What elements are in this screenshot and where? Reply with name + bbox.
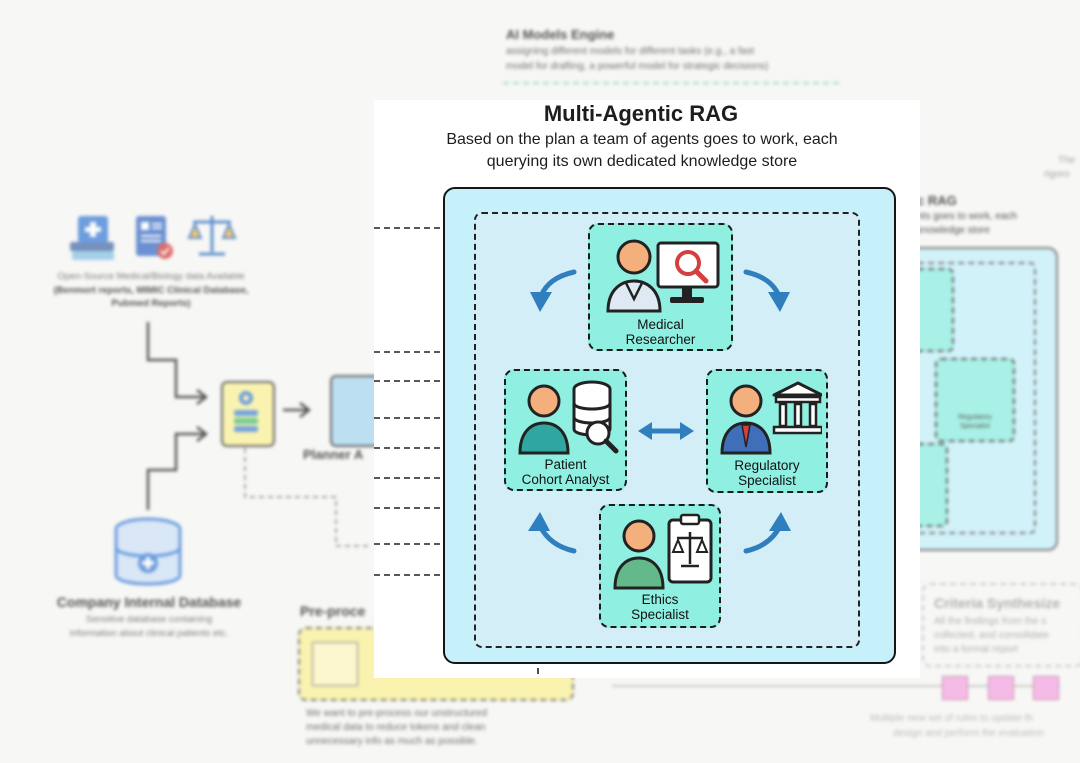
right-rag-desc-2: knowledge store (917, 225, 990, 236)
preprocess-title: Pre-proce (300, 603, 366, 619)
right-rag-title: c RAG (917, 193, 957, 208)
ethics-clipboard-icon (613, 513, 713, 590)
preprocess-desc-1: We want to pre-process our unstructured (306, 708, 488, 719)
right-regulatory-2: Specialist (960, 423, 990, 430)
open-source-text-2: (Benmort reports, MIMIC Clinical Databas… (53, 285, 249, 296)
criteria-box (922, 583, 1080, 667)
main-title: Multi-Agentic RAG (543, 101, 739, 126)
open-source-text-3: Pubmed Reports) (111, 298, 191, 309)
company-db-title: Company Internal Database (56, 594, 242, 610)
agent-card-medical-researcher[interactable]: Medical Researcher (588, 223, 733, 351)
agent-medical-researcher-line2: Researcher (625, 332, 696, 347)
agent-card-ethics[interactable]: Ethics Specialist (599, 504, 721, 628)
planner-label: Planner A (303, 447, 364, 462)
main-subtitle-1: Based on the plan a team of agents goes … (446, 131, 838, 148)
arrowhead-h-right (680, 422, 694, 440)
criteria-desc-2: collected, and consolidate (934, 630, 1050, 641)
engine-divider (503, 82, 839, 84)
main-subtitle-2: querying its own dedicated knowledge sto… (486, 153, 798, 170)
engine-desc-1: assigning different models for different… (506, 46, 755, 57)
right-rag-desc-1: nts goes to work, each (917, 211, 1018, 222)
agent-regulatory-line2: Specialist (738, 473, 796, 488)
medical-books-icon (70, 216, 114, 260)
pink-node-1 (942, 676, 968, 700)
agent-medical-researcher-line1: Medical (637, 317, 684, 332)
rules-desc-2: design and perform the evaluation (893, 728, 1045, 739)
preprocess-desc-2: medical data to reduce tokens and clean (306, 722, 486, 733)
engine-desc-2: model for drafting, a powerful model for… (506, 61, 769, 72)
arrowhead-bottom-right (769, 512, 791, 531)
edge-text-1: The (1058, 155, 1076, 166)
criteria-desc-3: into a formal report (934, 644, 1018, 655)
agent-regulatory-line1: Regulatory (734, 458, 800, 473)
company-db-desc-1: Sensitive database containing (85, 614, 213, 625)
arrowhead-h-left (638, 422, 652, 440)
company-database-icon (114, 517, 182, 586)
file-icons (312, 642, 358, 686)
agent-card-cohort-analyst[interactable]: Patient Cohort Analyst (504, 369, 627, 491)
open-source-text-1: Open-Source Medical/Biology data Availab… (57, 271, 245, 282)
preprocess-desc-3: unnecessary info as much as possible. (306, 736, 478, 747)
arrowhead-bottom-left (528, 512, 550, 531)
analyst-database-icon (518, 380, 619, 455)
pink-node-2 (988, 676, 1014, 700)
scales-icon (187, 216, 237, 256)
researcher-monitor-icon (606, 239, 720, 313)
criteria-title: Criteria Synthesize (934, 595, 1061, 611)
right-card-regulatory (935, 358, 1015, 442)
engine-title: AI Models Engine (506, 27, 615, 42)
agent-cohort-analyst-line1: Patient (544, 457, 587, 472)
regulatory-building-icon (720, 381, 822, 455)
pink-node-3 (1033, 676, 1059, 700)
edge-text-2: rigoro (1044, 169, 1070, 180)
database-gear-icon (234, 391, 258, 432)
agent-card-regulatory[interactable]: Regulatory Specialist (706, 369, 828, 493)
agent-cohort-analyst-line2: Cohort Analyst (521, 472, 610, 487)
company-db-desc-2: information about clinical patients etc. (69, 628, 229, 639)
arrowhead-top-left (530, 292, 552, 312)
agent-ethics-line1: Ethics (641, 592, 679, 607)
rules-desc-1: Multiple new set of rules to update th (870, 713, 1033, 724)
arrowhead-top-right (768, 292, 790, 312)
report-approved-icon (136, 216, 173, 259)
right-regulatory-1: Regulatory (958, 414, 992, 421)
criteria-desc-1: All the findings from the s (934, 616, 1047, 627)
agent-ethics-line2: Specialist (631, 607, 689, 622)
